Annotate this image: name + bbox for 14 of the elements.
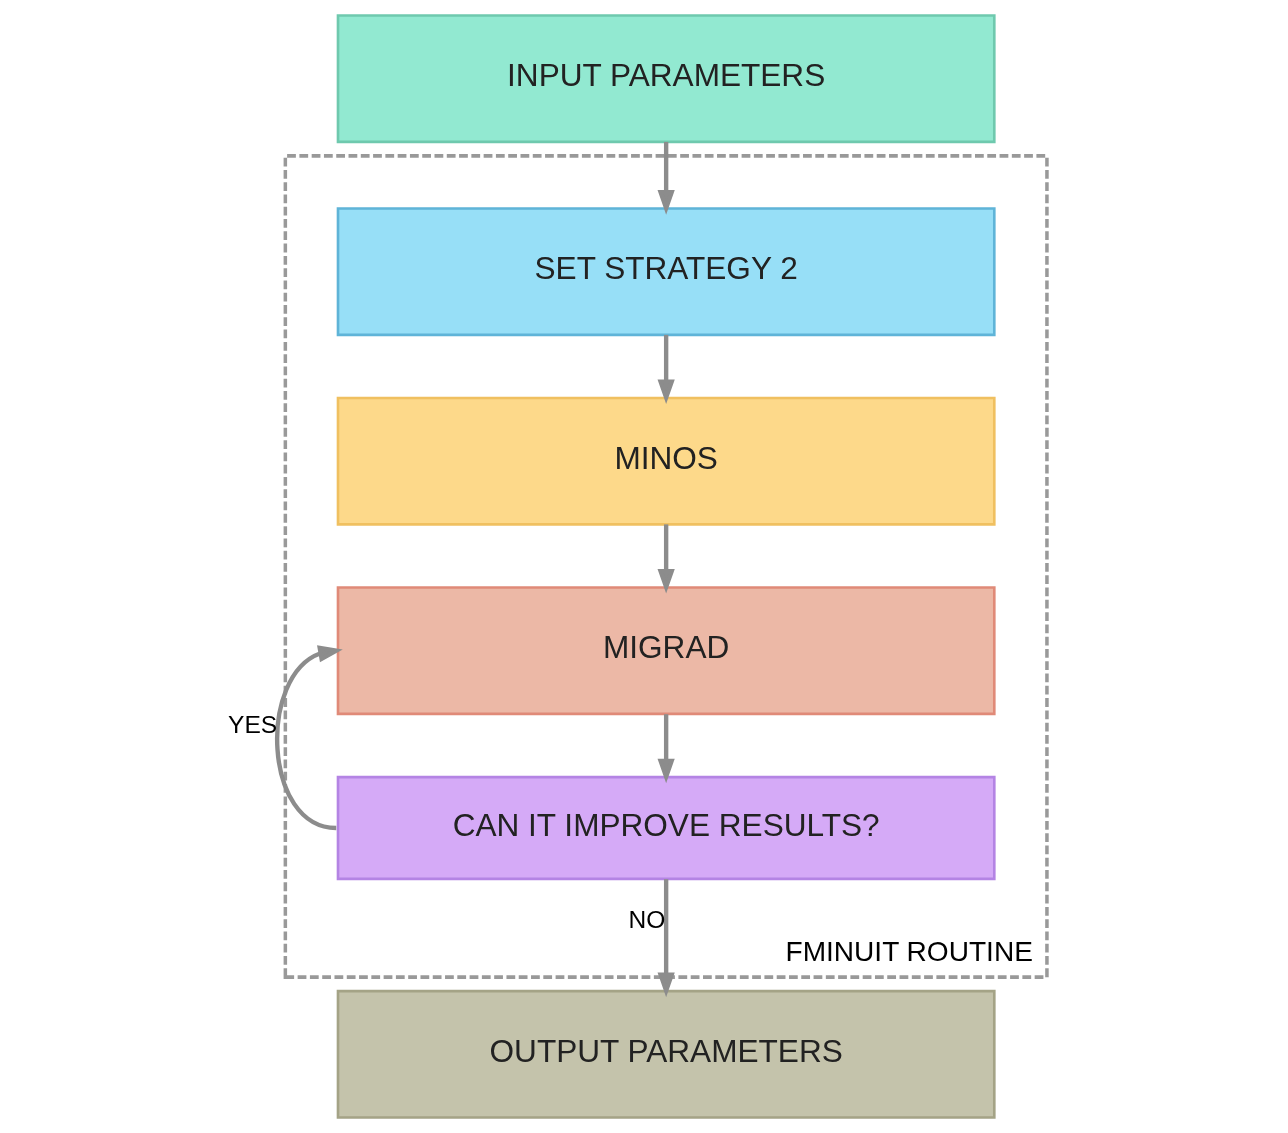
arrow (657, 141, 675, 215)
node-box: MIGRAD (336, 586, 996, 716)
edge-label: YES (227, 710, 277, 738)
edge-label: NO (627, 905, 665, 933)
arrow (657, 879, 675, 998)
arrow (657, 524, 675, 594)
node-box: OUTPUT PARAMETERS (336, 989, 996, 1119)
arrow (274, 645, 343, 831)
node-box: SET STRATEGY 2 (336, 207, 996, 337)
arrow (657, 334, 675, 405)
node-box: MINOS (336, 396, 996, 526)
arrow (657, 714, 675, 784)
node-box: INPUT PARAMETERS (336, 14, 996, 144)
node-box: CAN IT IMPROVE RESULTS? (336, 775, 996, 881)
